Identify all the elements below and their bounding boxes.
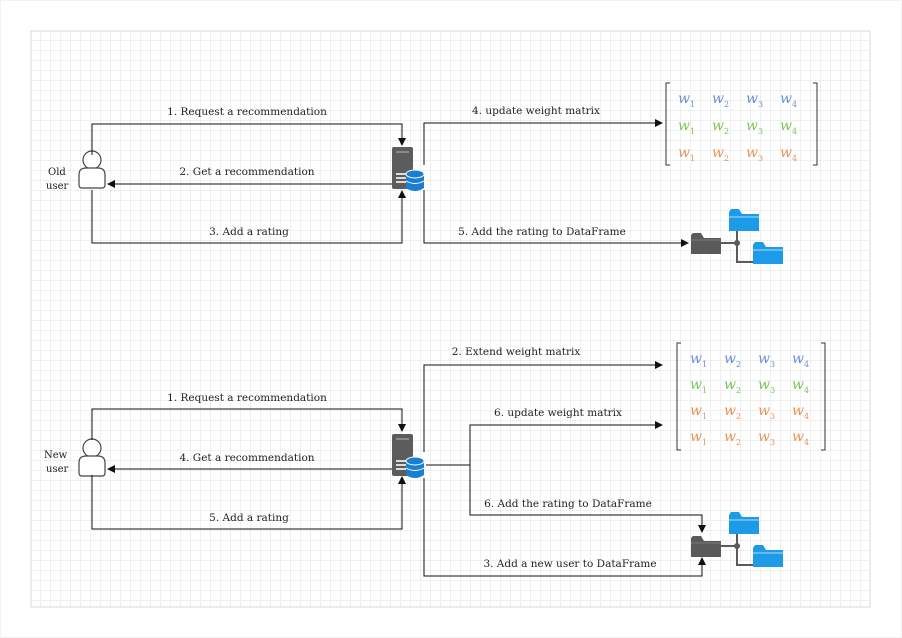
matrix-cell: w2 <box>724 377 741 395</box>
arrow-update-matrix <box>423 119 663 165</box>
dataframe-icon <box>690 511 784 568</box>
label-bottom-2: 2. Extend weight matrix <box>452 346 581 358</box>
label-bottom-1: 1. Request a recommendation <box>167 392 327 404</box>
matrix-cell: w1 <box>678 145 695 163</box>
matrix-cell: w1 <box>690 351 707 369</box>
dataframe-icon <box>690 208 784 265</box>
database-icon <box>405 169 425 192</box>
label-bottom-5: 5. Add a rating <box>209 512 289 524</box>
label-top-1: 1. Request a recommendation <box>167 106 327 118</box>
matrix-cell: w2 <box>712 91 729 109</box>
matrix-cell: w1 <box>690 377 707 395</box>
new-user-label-2: user <box>46 464 68 475</box>
matrix-cell: w3 <box>758 351 775 369</box>
matrix-cell: w3 <box>758 403 775 421</box>
label-bottom-4: 4. Get a recommendation <box>179 452 314 464</box>
matrix-cell: w4 <box>780 118 797 136</box>
weight-matrix-bottom: w1 w2 w3 w4 w1 w2 w3 w4 w1 w2 w3 w4 w1 w2 w3 w4 <box>676 342 826 451</box>
label-top-4: 4. update weight matrix <box>472 105 600 117</box>
label-bottom-6a: 6. update weight matrix <box>494 407 622 419</box>
matrix-cell: w1 <box>690 429 707 447</box>
matrix-cell: w3 <box>758 429 775 447</box>
matrix-cell: w2 <box>712 118 729 136</box>
arrow-request <box>91 123 406 155</box>
weight-matrix-top: w1 w2 w3 w4 w1 w2 w3 w4 w1 w2 w3 w4 <box>665 82 818 166</box>
matrix-cell: w4 <box>780 145 797 163</box>
bottom-section: New user 1. Request a recommendation 4. … <box>44 342 826 577</box>
matrix-cell: w3 <box>746 145 763 163</box>
matrix-cell: w2 <box>712 145 729 163</box>
arrow-request <box>91 408 406 440</box>
old-user-label-1: Old <box>48 167 66 178</box>
old-user-label-2: user <box>46 181 68 192</box>
label-bottom-6b: 6. Add the rating to DataFrame <box>484 498 652 510</box>
new-user-label-1: New <box>44 450 68 461</box>
matrix-cell: w1 <box>678 118 695 136</box>
arrow-extend-matrix <box>423 361 663 452</box>
grid-area <box>30 30 871 608</box>
matrix-cell: w4 <box>792 429 809 447</box>
database-icon <box>405 456 425 479</box>
matrix-cell: w3 <box>746 118 763 136</box>
arrow-rating <box>91 190 406 244</box>
arrow-add-rating-df <box>426 464 706 533</box>
matrix-cell: w2 <box>724 351 741 369</box>
matrix-cell: w4 <box>792 377 809 395</box>
label-top-2: 2. Get a recommendation <box>179 166 314 178</box>
arrow-add-user-df <box>423 478 706 577</box>
matrix-cell: w3 <box>746 91 763 109</box>
matrix-cell: w1 <box>690 403 707 421</box>
matrix-cell: w4 <box>792 351 809 369</box>
label-top-5: 5. Add the rating to DataFrame <box>458 226 626 238</box>
label-bottom-3: 3. Add a new user to DataFrame <box>483 558 656 570</box>
matrix-cell: w4 <box>792 403 809 421</box>
matrix-cell: w2 <box>724 429 741 447</box>
label-top-3: 3. Add a rating <box>209 226 289 238</box>
arrow-rating <box>91 475 406 530</box>
matrix-cell: w2 <box>724 403 741 421</box>
arrow-add-rating-df <box>423 190 689 247</box>
top-section: Old user 1. Request a recommendation 2. … <box>46 82 818 265</box>
matrix-cell: w3 <box>758 377 775 395</box>
matrix-cell: w1 <box>678 91 695 109</box>
matrix-cell: w4 <box>780 91 797 109</box>
